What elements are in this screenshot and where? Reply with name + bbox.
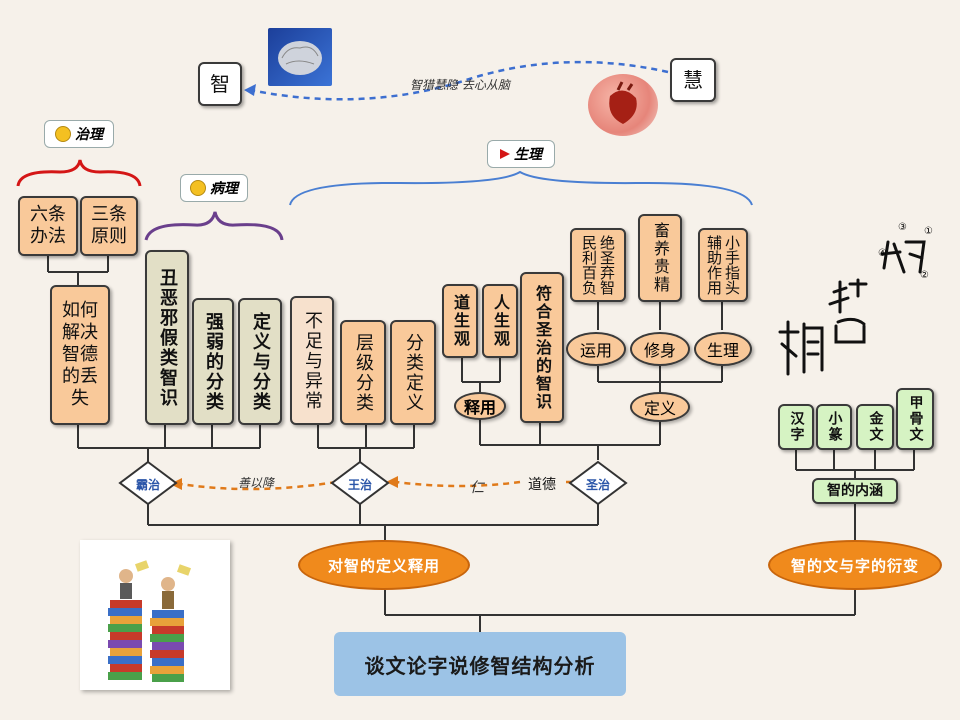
oval-yunyong: 运用 (566, 332, 626, 366)
diamond-wangzhi: 王治 (347, 478, 372, 492)
oval-shiyong: 释用 (454, 392, 506, 420)
flag-icon (500, 149, 510, 159)
diamond-bazhi: 霸治 (135, 478, 160, 492)
sad-face-icon (190, 180, 206, 196)
box-juesheng: 绝圣弃智民利百负 (570, 228, 626, 302)
tag-shengli: 生理 (487, 140, 555, 168)
oval-xiushen: 修身 (630, 332, 690, 366)
num-4: ④ (878, 248, 887, 259)
diamond-shengzhi: 圣治 (585, 478, 610, 492)
smiley-icon (55, 126, 71, 142)
num-2: ② (920, 270, 929, 281)
label-shanyijiang: 善以降 (238, 476, 275, 490)
calligraphy-glyphs (778, 232, 938, 382)
box-fenlei: 分类定义 (390, 320, 436, 425)
books-illustration (80, 540, 230, 690)
oval-dingyi: 定义 (630, 392, 690, 422)
box-buzu: 不足与异常 (290, 296, 334, 425)
label-daode: 道德 (528, 477, 556, 493)
num-1: ① (924, 226, 933, 237)
hui-box: 慧 (670, 58, 716, 102)
oval-shengli: 生理 (694, 332, 752, 366)
box-xiaoshou: 小手指头辅助作用 (698, 228, 748, 302)
label-ren: 仁 (470, 480, 484, 496)
box-liutiao: 六条办法 (18, 196, 78, 256)
main-title: 谈文论字说修智结构分析 (334, 632, 626, 696)
box-fuhe: 符合圣治的智识 (520, 272, 564, 423)
box-jinwen: 金文 (856, 404, 894, 450)
box-rensheng: 人生观 (482, 284, 518, 358)
box-qiang: 强弱的分类 (192, 298, 234, 425)
box-cengji: 层级分类 (340, 320, 386, 425)
box-santiao: 三条原则 (80, 196, 138, 256)
box-ruhe: 如何解决智德的丢失 (50, 285, 110, 425)
box-chou: 丑恶邪假类智识 (145, 250, 189, 425)
box-xiaozhuan: 小篆 (816, 404, 852, 450)
box-neiyuan: 智的内涵 (812, 478, 898, 504)
brain-image (268, 28, 332, 86)
box-ding: 定义与分类 (238, 298, 282, 425)
oval-right: 智的文与字的衍变 (768, 540, 942, 590)
tag-bingli: 病理 (180, 174, 248, 202)
zhi-box: 智 (198, 62, 242, 106)
oval-left: 对智的定义释用 (298, 540, 470, 590)
box-daosheng: 道生观 (442, 284, 478, 358)
box-chuyang: 畜养贵精 (638, 214, 682, 302)
box-jiaguwen: 甲骨文 (896, 388, 934, 450)
num-3: ③ (898, 222, 907, 233)
heart-image (588, 74, 658, 136)
arrow-label-top: 智猎慧隐 去心从脑 (410, 78, 510, 92)
box-hanzi: 汉字 (778, 404, 814, 450)
tag-zhili: 治理 (44, 120, 114, 148)
